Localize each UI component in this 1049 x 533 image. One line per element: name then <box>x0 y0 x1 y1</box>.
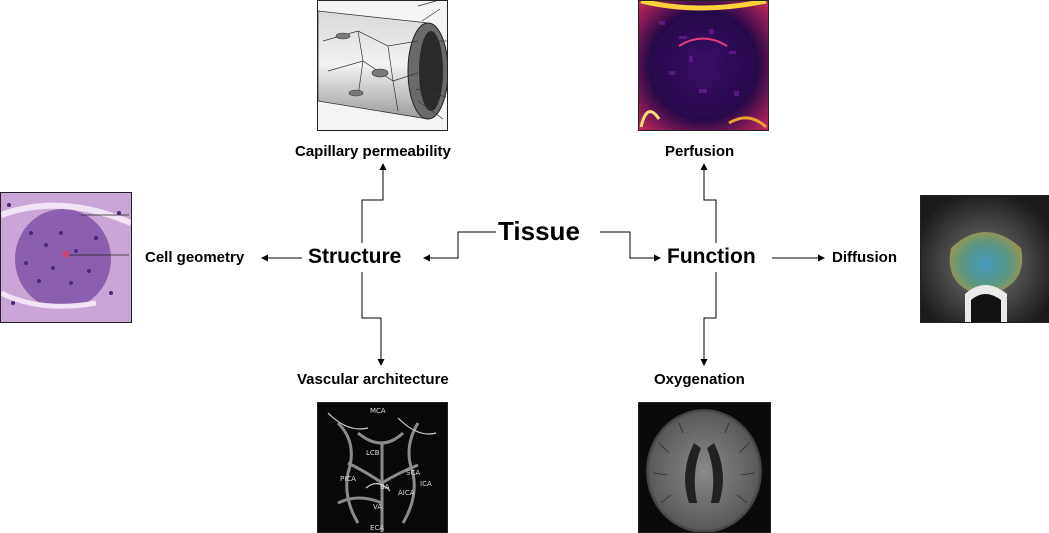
angio-label-eca: ECA <box>370 524 384 532</box>
angio-label-ica: ICA <box>420 480 432 488</box>
angio-label-pica: PICA <box>340 475 356 483</box>
perfusion-map-image <box>638 0 769 131</box>
capillary-permeability-label: Capillary permeability <box>295 143 451 160</box>
cell-geometry-label: Cell geometry <box>145 249 245 266</box>
function-label: Function <box>667 245 756 268</box>
arrow-tissue-to-function <box>600 231 661 262</box>
angiogram-image: MCA LCB SCA PICA ICA BA AICA VA ECA <box>317 402 448 533</box>
tissue-label: Tissue <box>498 216 580 246</box>
oxygenation-swi-image <box>638 402 771 533</box>
angio-label-sca: SCA <box>406 469 420 477</box>
structure-label: Structure <box>308 245 402 268</box>
oxygenation-label: Oxygenation <box>654 371 745 388</box>
arrow-structure-to-capillary <box>361 163 387 243</box>
angio-label-aica: AICA <box>398 489 415 497</box>
angio-label-va: VA <box>373 503 382 511</box>
diffusion-label: Diffusion <box>832 249 897 266</box>
capillary-sketch-image <box>317 0 448 131</box>
diffusion-mri-image <box>920 195 1049 323</box>
vascular-architecture-label: Vascular architecture <box>297 371 449 388</box>
arrow-function-to-oxygenation <box>700 272 717 366</box>
arrow-tissue-to-structure <box>423 231 496 262</box>
angio-label-mca: MCA <box>370 407 386 415</box>
arrow-function-to-perfusion <box>700 163 717 243</box>
arrow-structure-to-vascular <box>361 272 385 366</box>
histology-image <box>0 192 132 323</box>
angio-label-ba: BA <box>380 483 390 491</box>
angio-label-lcb: LCB <box>366 449 380 457</box>
perfusion-label: Perfusion <box>665 143 735 160</box>
